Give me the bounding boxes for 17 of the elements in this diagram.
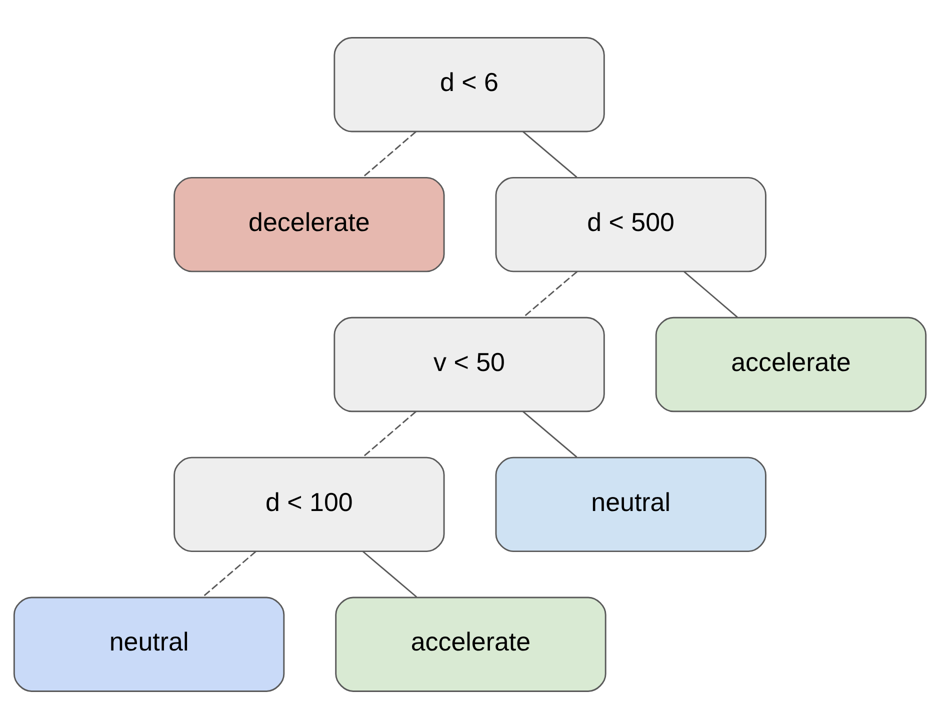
- connector: [522, 410, 578, 458]
- node-box: v < 50: [334, 316, 605, 412]
- node-box: accelerate: [335, 596, 606, 692]
- connector: [522, 130, 578, 178]
- node-box: neutral: [13, 596, 285, 692]
- node-box: d < 500: [495, 176, 766, 272]
- connector: [202, 550, 256, 598]
- node-box: d < 6: [334, 36, 605, 132]
- node-box: neutral: [495, 456, 766, 552]
- connector: [362, 130, 416, 178]
- node-box: decelerate: [174, 176, 445, 272]
- connector: [362, 410, 416, 458]
- node-box: accelerate: [655, 316, 927, 412]
- node-box: d < 100: [174, 456, 445, 552]
- connector: [684, 270, 738, 318]
- connector: [362, 550, 418, 598]
- connector: [522, 270, 578, 318]
